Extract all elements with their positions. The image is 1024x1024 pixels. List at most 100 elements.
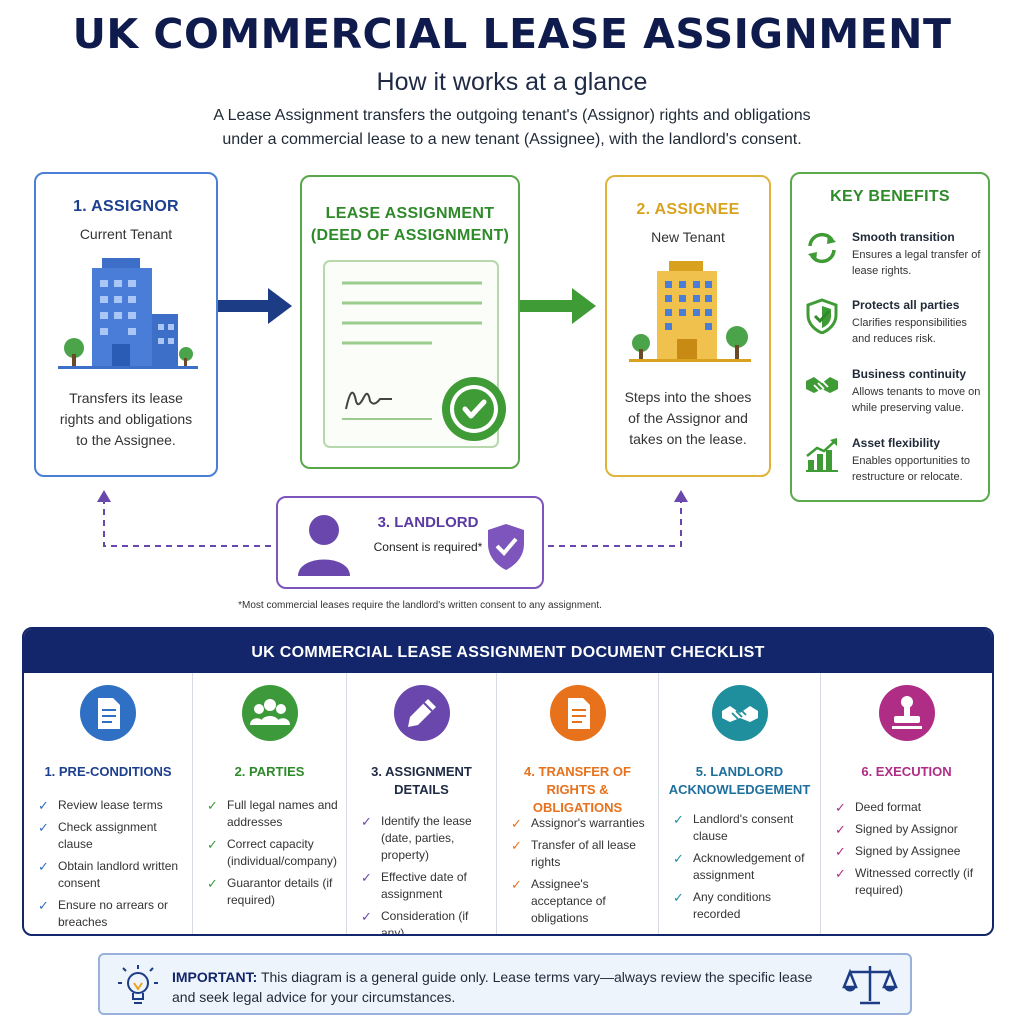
check-icon: ✓: [511, 838, 522, 853]
list-item: ✓Correct capacity (individual/company): [207, 837, 338, 868]
checklist-items: ✓Identify the lease (date, parties, prop…: [361, 813, 490, 936]
list-item: ✓Landlord's consent clause: [673, 812, 794, 843]
office-building-icon: [629, 261, 751, 362]
footnote: *Most commercial leases require the land…: [238, 600, 602, 611]
checklist-column: 3. ASSIGNMENT DETAILS ✓Identify the leas…: [346, 673, 496, 936]
check-icon: ✓: [38, 859, 49, 874]
benefit-item: Smooth transition Ensures a legal transf…: [800, 230, 986, 290]
column-title: 3. ASSIGNMENT DETAILS: [371, 764, 472, 797]
stamp-icon: [878, 685, 935, 741]
shield-check-icon: [488, 524, 524, 570]
checklist-items: ✓Full legal names and addresses ✓Correct…: [207, 797, 340, 914]
page-title: UK COMMERCIAL LEASE ASSIGNMENT: [72, 10, 952, 58]
checklist-items: ✓Assignor's warranties ✓Transfer of all …: [511, 815, 652, 932]
refresh-icon: [808, 232, 836, 264]
list-item: ✓Assignee's acceptance of obligations: [511, 877, 606, 925]
check-icon: ✓: [361, 870, 372, 885]
list-item: ✓Assignor's warranties: [511, 816, 645, 831]
check-icon: ✓: [835, 866, 846, 881]
handshake-icon: [806, 377, 838, 393]
important-body: This diagram is a general guide only. Le…: [172, 969, 813, 1005]
list-item: ✓Guarantor details (if required): [207, 876, 333, 907]
intro-line: A Lease Assignment transfers the outgoin…: [213, 107, 811, 124]
page-subtitle: How it works at a glance: [376, 68, 648, 96]
benefit-desc: Clarifies responsibilities and reduces r…: [852, 317, 967, 345]
benefit-desc: Ensures a legal transfer of lease rights…: [852, 249, 981, 277]
people-icon: [241, 685, 298, 741]
check-icon: ✓: [673, 812, 684, 827]
list-item: ✓Full legal names and addresses: [207, 798, 338, 829]
check-icon: ✓: [835, 822, 846, 837]
list-item: ✓Review lease terms: [38, 798, 163, 813]
person-icon: [298, 515, 350, 576]
landlord-card: 3. LANDLORD Consent is required*: [276, 496, 544, 589]
check-icon: ✓: [673, 890, 684, 905]
list-item: ✓Any conditions recorded: [673, 890, 772, 921]
assignor-subtitle: Current Tenant: [79, 226, 173, 242]
intro-line: under a commercial lease to a new tenant…: [222, 131, 802, 148]
assignor-card: 1. ASSIGNOR Current Tenant Transfers its…: [34, 172, 218, 477]
assignor-title: 1. ASSIGNOR: [73, 198, 179, 215]
checklist-column: 2. PARTIES ✓Full legal names and address…: [192, 673, 346, 934]
desc-line: Steps into the shoes: [624, 389, 752, 405]
arrow-right-icon: [520, 288, 596, 324]
check-icon: ✓: [673, 851, 684, 866]
deed-subtitle: (DEED OF ASSIGNMENT): [310, 227, 510, 244]
check-icon: ✓: [361, 909, 372, 924]
dashed-connector: [97, 490, 688, 547]
important-label: IMPORTANT:: [172, 969, 258, 985]
assignee-card: 2. ASSIGNEE New Tenant Steps into the sh…: [605, 175, 771, 477]
checklist-title: UK COMMERCIAL LEASE ASSIGNMENT DOCUMENT …: [24, 629, 992, 673]
list-item: ✓Deed format: [835, 800, 922, 815]
check-icon: ✓: [511, 877, 522, 892]
list-item: ✓Witnessed correctly (if required): [835, 866, 974, 897]
document-icon: [80, 685, 136, 741]
benefit-item: Protects all parties Clarifies responsib…: [800, 298, 986, 358]
benefit-title: Asset flexibility: [852, 436, 941, 450]
check-icon: ✓: [38, 798, 49, 813]
list-item: ✓Check assignment clause: [38, 820, 157, 851]
desc-line: Transfers its lease: [69, 390, 183, 406]
check-icon: ✓: [38, 820, 49, 835]
list-item: ✓Consideration (if any): [361, 909, 469, 936]
important-text: IMPORTANT: This diagram is a general gui…: [172, 967, 832, 1007]
checklist-column: 5. LANDLORD ACKNOWLEDGEMENT ✓Landlord's …: [658, 673, 820, 934]
landlord-title: 3. LANDLORD: [377, 514, 479, 531]
deed-title: LEASE ASSIGNMENT: [325, 205, 495, 222]
list-item: ✓Signed by Assignee: [835, 844, 961, 859]
check-icon: ✓: [38, 898, 49, 913]
list-item: ✓Effective date of assignment: [361, 870, 467, 901]
benefit-title: Business continuity: [852, 367, 967, 381]
benefit-title: Protects all parties: [852, 298, 960, 312]
list-item: ✓Signed by Assignor: [835, 822, 958, 837]
intro-text: A Lease Assignment transfers the outgoin…: [150, 104, 874, 152]
checklist-items: ✓Deed format ✓Signed by Assignor ✓Signed…: [835, 799, 986, 904]
check-icon: ✓: [511, 816, 522, 831]
list-item: ✓Ensure no arrears or breaches: [38, 898, 169, 929]
checklist-column: 1. PRE-CONDITIONS ✓Review lease terms ✓C…: [24, 673, 192, 934]
list-item: ✓Acknowledgement of assignment: [673, 851, 805, 882]
office-building-icon: [58, 258, 198, 369]
check-icon: ✓: [207, 876, 218, 891]
column-title: 5. LANDLORD ACKNOWLEDGEMENT: [668, 764, 811, 797]
column-title: 2. PARTIES: [234, 764, 305, 779]
deed-document-icon: [323, 260, 506, 448]
pen-icon: [393, 685, 450, 741]
important-note: IMPORTANT: This diagram is a general gui…: [98, 953, 912, 1015]
checklist-items: ✓Review lease terms ✓Check assignment cl…: [38, 797, 186, 934]
benefit-desc: Enables opportunities to restructure or …: [852, 455, 971, 483]
desc-line: to the Assignee.: [76, 432, 176, 448]
checklist-column: 4. TRANSFER OF RIGHTS & OBLIGATIONS ✓Ass…: [496, 673, 658, 934]
desc-line: of the Assignor and: [628, 410, 748, 426]
shield-check-icon: [806, 298, 838, 334]
checklist-column: 6. EXECUTION ✓Deed format ✓Signed by Ass…: [820, 673, 992, 934]
desc-line: takes on the lease.: [629, 431, 747, 447]
lightbulb-icon: [118, 965, 158, 1004]
check-icon: ✓: [207, 798, 218, 813]
document-checklist: UK COMMERCIAL LEASE ASSIGNMENT DOCUMENT …: [22, 627, 994, 936]
key-benefits-card: KEY BENEFITS Smooth transition Ensures a…: [790, 172, 990, 502]
check-icon: ✓: [835, 800, 846, 815]
handshake-icon: [711, 685, 768, 741]
assignor-description: Transfers its lease rights and obligatio…: [46, 388, 206, 451]
benefit-title: Smooth transition: [852, 230, 955, 244]
